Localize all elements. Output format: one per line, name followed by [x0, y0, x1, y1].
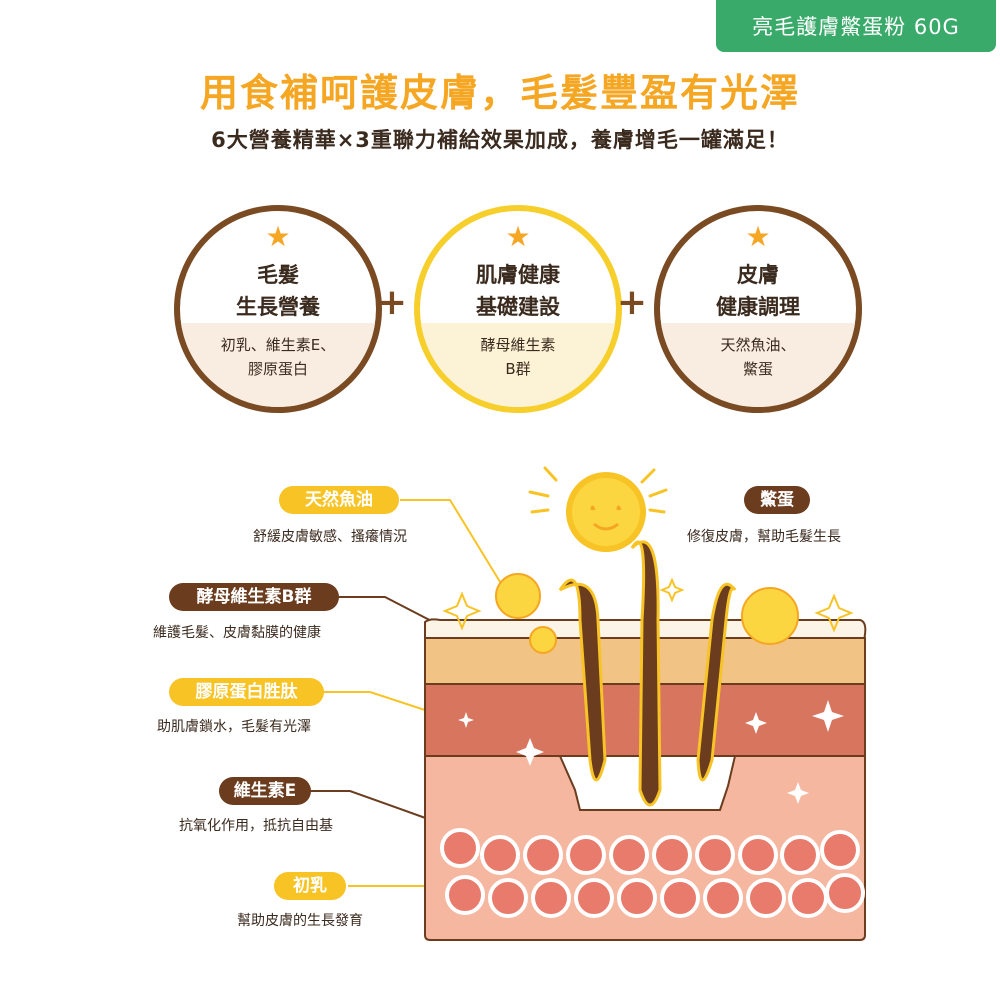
benefit-ingredients: 天然魚油、 鱉蛋 — [660, 333, 856, 381]
benefit-title: 肌膚健康 基礎建設 — [420, 259, 616, 323]
benefit-ingredients-line1: 初乳、維生素E、 — [220, 336, 336, 354]
plus-icon: + — [376, 282, 408, 323]
page-headline: 用食補呵護皮膚，毛髮豐盈有光澤 — [199, 71, 800, 115]
benefit-title-line1: 皮膚 — [737, 263, 779, 287]
benefit-title-line2: 基礎建設 — [476, 295, 560, 319]
benefit-circle-skin-care: ★ 皮膚 健康調理 天然魚油、 鱉蛋 — [654, 205, 862, 413]
sun-icon — [528, 466, 668, 552]
plus-icon: + — [616, 282, 648, 323]
ingredient-desc-yeast-vitamin-b: 維護毛髮、皮膚黏膜的健康 — [153, 625, 321, 641]
leader-line-fish-oil — [400, 499, 506, 591]
fat-cells — [440, 828, 865, 918]
benefit-ingredients-line1: 酵母維生素 — [480, 336, 556, 354]
benefit-title-line2: 健康調理 — [716, 295, 800, 319]
benefit-ingredients-line2: B群 — [505, 360, 531, 378]
circle-bottom-band — [660, 323, 856, 407]
ingredient-label-turtle-egg: 鱉蛋 — [744, 486, 810, 514]
star-icon: ★ — [265, 220, 291, 253]
benefit-title-line1: 肌膚健康 — [476, 263, 560, 287]
hair-strands — [558, 540, 737, 807]
benefit-ingredients-line2: 鱉蛋 — [742, 360, 773, 378]
ingredient-label-yeast-vitamin-b: 酵母維生素B群 — [169, 583, 339, 611]
benefit-ingredients: 酵母維生素 B群 — [420, 333, 616, 381]
leader-line-vitamin-e — [310, 790, 446, 826]
sparkle-outline-icons — [442, 577, 854, 633]
ingredient-desc-fish-oil: 舒緩皮膚敏感、搔癢情況 — [253, 529, 407, 545]
product-name-badge: 亮毛護膚鱉蛋粉 60G — [716, 0, 996, 52]
circle-bottom-band — [420, 323, 616, 407]
circle-bottom-band — [180, 323, 376, 407]
leader-line-collagen — [323, 691, 441, 716]
sparkle-icons — [458, 700, 844, 804]
ingredient-label-vitamin-e: 維生素E — [219, 777, 311, 805]
star-icon: ★ — [505, 220, 531, 253]
benefit-ingredients-line1: 天然魚油、 — [720, 336, 796, 354]
oil-bubbles — [495, 573, 799, 654]
ingredient-label-colostrum: 初乳 — [274, 872, 346, 900]
star-icon: ★ — [745, 220, 771, 253]
benefit-ingredients-line2: 膠原蛋白 — [247, 360, 308, 378]
ingredient-desc-vitamin-e: 抗氧化作用，抵抗自由基 — [179, 818, 333, 834]
ingredient-desc-turtle-egg: 修復皮膚，幫助毛髮生長 — [687, 529, 841, 545]
ingredient-label-fish-oil: 天然魚油 — [279, 486, 399, 514]
page-subheadline: 6大營養精華×3重聯力補給效果加成，養膚增毛一罐滿足！ — [211, 128, 789, 152]
benefit-ingredients: 初乳、維生素E、 膠原蛋白 — [180, 333, 376, 381]
ingredient-desc-colostrum: 幫助皮膚的生長發育 — [237, 913, 363, 929]
benefit-title-line2: 生長營養 — [236, 295, 320, 319]
ingredient-label-collagen-peptide: 膠原蛋白胜肽 — [169, 678, 324, 706]
benefit-title: 毛髮 生長營養 — [180, 259, 376, 323]
benefit-circle-hair: ★ 毛髮 生長營養 初乳、維生素E、 膠原蛋白 — [174, 205, 382, 413]
benefit-title-line1: 毛髮 — [257, 263, 299, 287]
leader-line-vitamin-b — [338, 596, 446, 629]
ingredient-desc-collagen-peptide: 助肌膚鎖水，毛髮有光澤 — [157, 719, 311, 735]
benefit-title: 皮膚 健康調理 — [660, 259, 856, 323]
benefit-circle-skin-health: ★ 肌膚健康 基礎建設 酵母維生素 B群 — [414, 205, 622, 413]
